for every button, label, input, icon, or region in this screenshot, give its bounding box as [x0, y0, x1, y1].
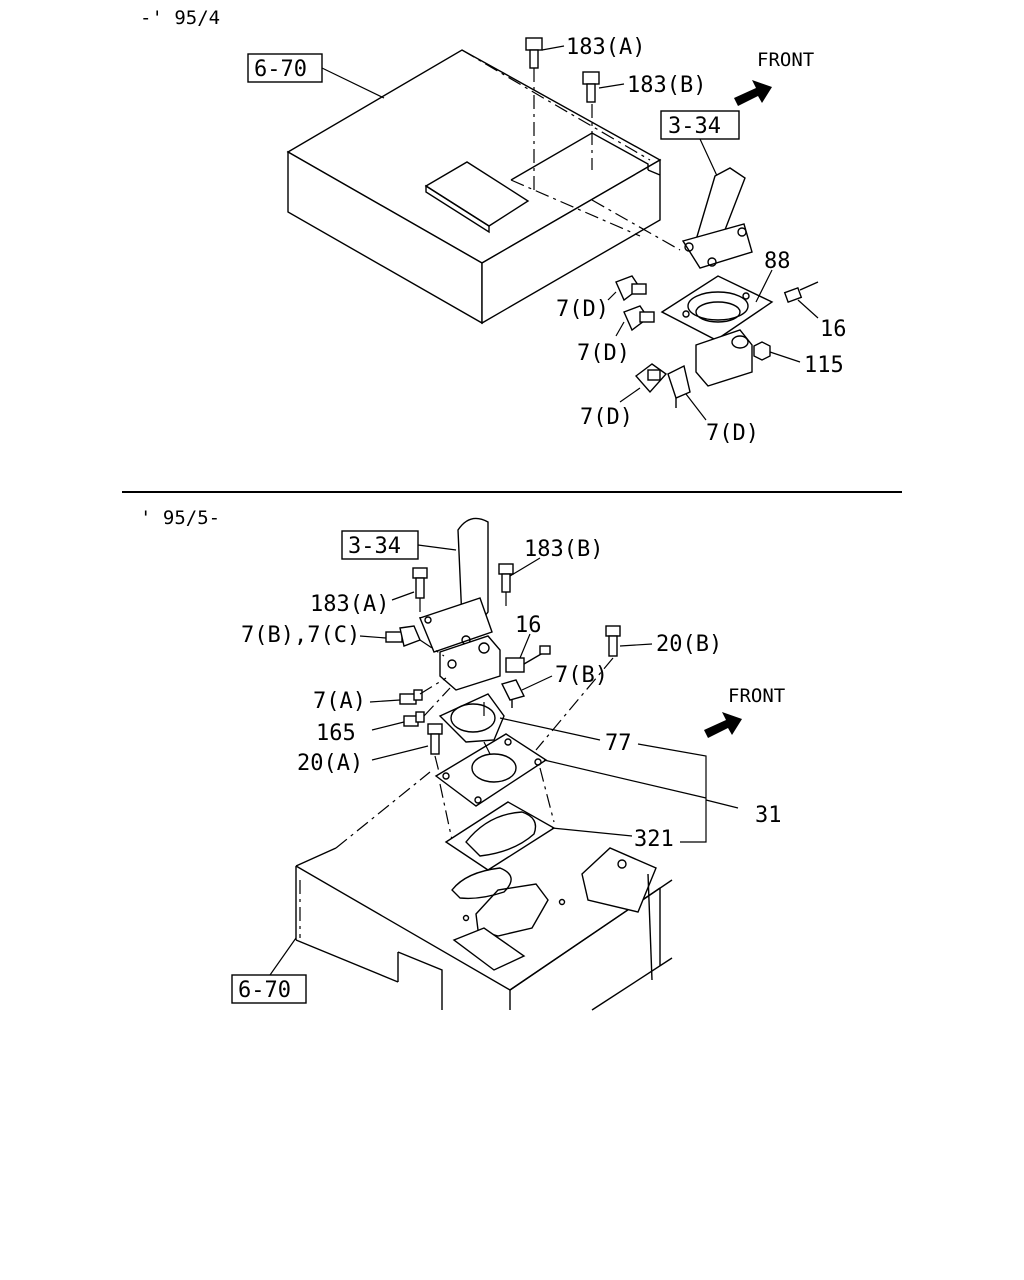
- nut-115-icon: [753, 341, 771, 361]
- lower-part-183b: 183(B): [524, 537, 603, 562]
- lower-ref-3-34: 3-34: [348, 534, 401, 559]
- fitting-7d-2-icon: [623, 305, 655, 332]
- lower-part-31: 31: [755, 803, 782, 828]
- lower-ref-6-70-box: [231, 974, 307, 1004]
- lower-section: ' 95/5- 3-34 183(B) 183(A): [140, 507, 785, 1011]
- lower-part-7b-7c: 7(B),7(C): [241, 623, 360, 648]
- fitting-7b-icon: [500, 679, 526, 708]
- upper-period-label: -' 95/4: [140, 7, 220, 29]
- fitting-7a-icon: [399, 689, 423, 705]
- upper-front-arrow-icon: [734, 80, 772, 106]
- upper-section: -' 95/4 6-70 183(A): [140, 7, 847, 446]
- lower-part-7b: 7(B): [555, 663, 608, 688]
- upper-part-7d-2: 7(D): [577, 341, 630, 366]
- upper-ref-6-70-box: [247, 53, 323, 83]
- upper-part-88: 88: [764, 249, 791, 274]
- upper-part-115: 115: [804, 353, 844, 378]
- brake-valve-upper: [695, 329, 753, 387]
- lower-part-165: 165: [316, 721, 356, 746]
- gasket-88: [660, 275, 774, 341]
- switch-16-lower-icon: [505, 645, 551, 673]
- upper-ref-3-34-box: [660, 110, 740, 140]
- pedal-assembly-upper: [681, 167, 753, 269]
- lower-floor-panel: [295, 847, 673, 1011]
- upper-front-label: FRONT: [757, 49, 814, 71]
- fitting-7d-3-icon: [634, 363, 668, 394]
- lower-period-label: ' 95/5-: [140, 507, 220, 529]
- seal-321: [444, 801, 556, 871]
- gasket-77: [438, 693, 505, 743]
- upper-floor-panel: [286, 49, 662, 325]
- upper-ref-3-34: 3-34: [668, 114, 721, 139]
- fitting-165-icon: [403, 711, 425, 727]
- lower-part-7a: 7(A): [313, 689, 366, 714]
- lower-part-321: 321: [634, 827, 674, 852]
- bolt-183b-icon: [582, 71, 600, 103]
- lower-front-arrow-icon: [704, 712, 742, 738]
- lower-front-label: FRONT: [728, 685, 785, 707]
- lower-ref-6-70: 6-70: [238, 978, 291, 1003]
- upper-part-7d-4: 7(D): [706, 421, 759, 446]
- lower-part-183a: 183(A): [310, 592, 389, 617]
- plate-31: [434, 733, 548, 807]
- fitting-7b-7c-icon: [385, 625, 421, 647]
- upper-part-7d-3: 7(D): [580, 405, 633, 430]
- lower-part-77: 77: [605, 731, 632, 756]
- bolt-20b-icon: [605, 625, 621, 657]
- lower-part-20a: 20(A): [297, 751, 363, 776]
- bolt-183a-icon: [525, 37, 543, 69]
- bolt-20a-icon: [427, 723, 443, 755]
- lower-part-16: 16: [515, 613, 542, 638]
- lower-part-20b: 20(B): [656, 632, 722, 657]
- bolt-183b-lower-icon: [498, 563, 514, 593]
- brake-valve-lower: [439, 635, 501, 691]
- lower-ref-3-34-box: [341, 530, 419, 560]
- upper-part-7d-1: 7(D): [556, 297, 609, 322]
- upper-part-183a: 183(A): [566, 35, 645, 60]
- upper-part-183b: 183(B): [627, 73, 706, 98]
- pedal-assembly-lower: [419, 517, 493, 653]
- switch-16-upper-icon: [783, 281, 819, 303]
- bolt-183a-lower-icon: [412, 567, 428, 599]
- upper-part-16: 16: [820, 317, 847, 342]
- fitting-7d-4-icon: [667, 364, 691, 408]
- upper-ref-6-70: 6-70: [254, 57, 307, 82]
- fitting-7d-1-icon: [615, 275, 647, 302]
